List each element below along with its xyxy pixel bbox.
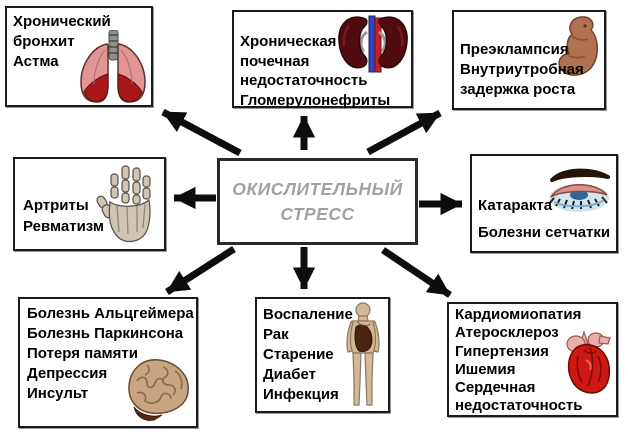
body-icon (346, 302, 380, 406)
label: Гломерулонефриты (240, 91, 391, 109)
label: Старение (263, 346, 334, 363)
label: Воспаление (263, 306, 353, 323)
box-neuro: Болезнь Альцгеймера Болезнь Паркинсона П… (18, 297, 198, 428)
arrow-to-cardio (381, 247, 452, 298)
label: Астма (13, 53, 59, 70)
label: Артриты (23, 197, 89, 214)
box-joints-text: Артриты Ревматизм (23, 195, 104, 237)
center-box-oxidative-stress: ОКИСЛИТЕЛЬНЫЙ СТРЕСС (217, 158, 418, 245)
box-respiratory: Хронический бронхит Астма (5, 6, 153, 107)
label: Сердечная (455, 379, 536, 397)
box-eyes: Катаракта Болезни сетчатки (470, 154, 618, 253)
arrow-to-pregnancy (366, 109, 442, 156)
label: Болезнь Альцгеймера (27, 305, 194, 322)
center-label-line1: ОКИСЛИТЕЛЬНЫЙ (232, 178, 403, 199)
label: почечная (240, 52, 310, 70)
skeletal-hand-icon (96, 165, 151, 243)
label: недостаточность (240, 72, 368, 89)
label: Болезнь Паркинсона (27, 325, 184, 342)
label: Внутриутробная (460, 61, 584, 78)
box-systemic-text: Воспаление Рак Старение Диабет Инфекция (263, 305, 353, 405)
label: Рак (263, 326, 289, 343)
label: задержка роста (460, 81, 576, 98)
box-joints: Артриты Ревматизм (13, 157, 166, 251)
eye-icon (548, 168, 610, 212)
label: Диабет (263, 366, 317, 383)
arrow-to-respiratory (161, 108, 242, 157)
label: Потеря памяти (27, 345, 138, 362)
label: Депрессия (27, 365, 108, 382)
box-respiratory-text: Хронический бронхит Астма (13, 12, 111, 72)
label: Кардиомиопатия (455, 306, 582, 323)
arrow-to-neuro (165, 246, 236, 295)
label: Ишемия (455, 360, 516, 378)
center-label-line2: СТРЕСС (280, 203, 355, 224)
box-cardio: Кардиомиопатия Атеросклероз Гипертензия … (447, 302, 618, 417)
box-renal-text: Хроническая почечная недостаточность Гло… (240, 32, 390, 110)
label: Гипертензия (455, 342, 549, 360)
box-neuro-text: Болезнь Альцгеймера Болезнь Паркинсона П… (27, 304, 194, 404)
label: бронхит (13, 33, 75, 50)
label: недостаточность (455, 397, 583, 415)
box-systemic: Воспаление Рак Старение Диабет Инфекция (255, 297, 390, 413)
box-eyes-text: Катаракта Болезни сетчатки (478, 192, 610, 246)
box-cardio-text: Кардиомиопатия Атеросклероз Гипертензия … (455, 306, 583, 416)
label: Атеросклероз (455, 324, 559, 342)
label: Хроническая (240, 33, 337, 50)
lungs-icon (80, 30, 146, 103)
label: Инсульт (27, 385, 89, 402)
label: Хронический (13, 13, 111, 30)
label: Катаракта (478, 197, 553, 214)
heart-icon (566, 330, 611, 394)
label: Ревматизм (23, 218, 104, 235)
brain-icon (128, 359, 189, 421)
label: Инфекция (263, 386, 339, 403)
box-renal: Хроническая почечная недостаточность Гло… (232, 10, 413, 110)
label: Болезни сетчатки (478, 224, 611, 241)
kidneys-icon (338, 15, 408, 73)
label: Преэклампсия (460, 41, 569, 58)
box-pregnancy-text: Преэклампсия Внутриутробная задержка рос… (460, 40, 584, 100)
fetus-icon (558, 16, 598, 76)
box-pregnancy: Преэклампсия Внутриутробная задержка рос… (452, 10, 606, 110)
